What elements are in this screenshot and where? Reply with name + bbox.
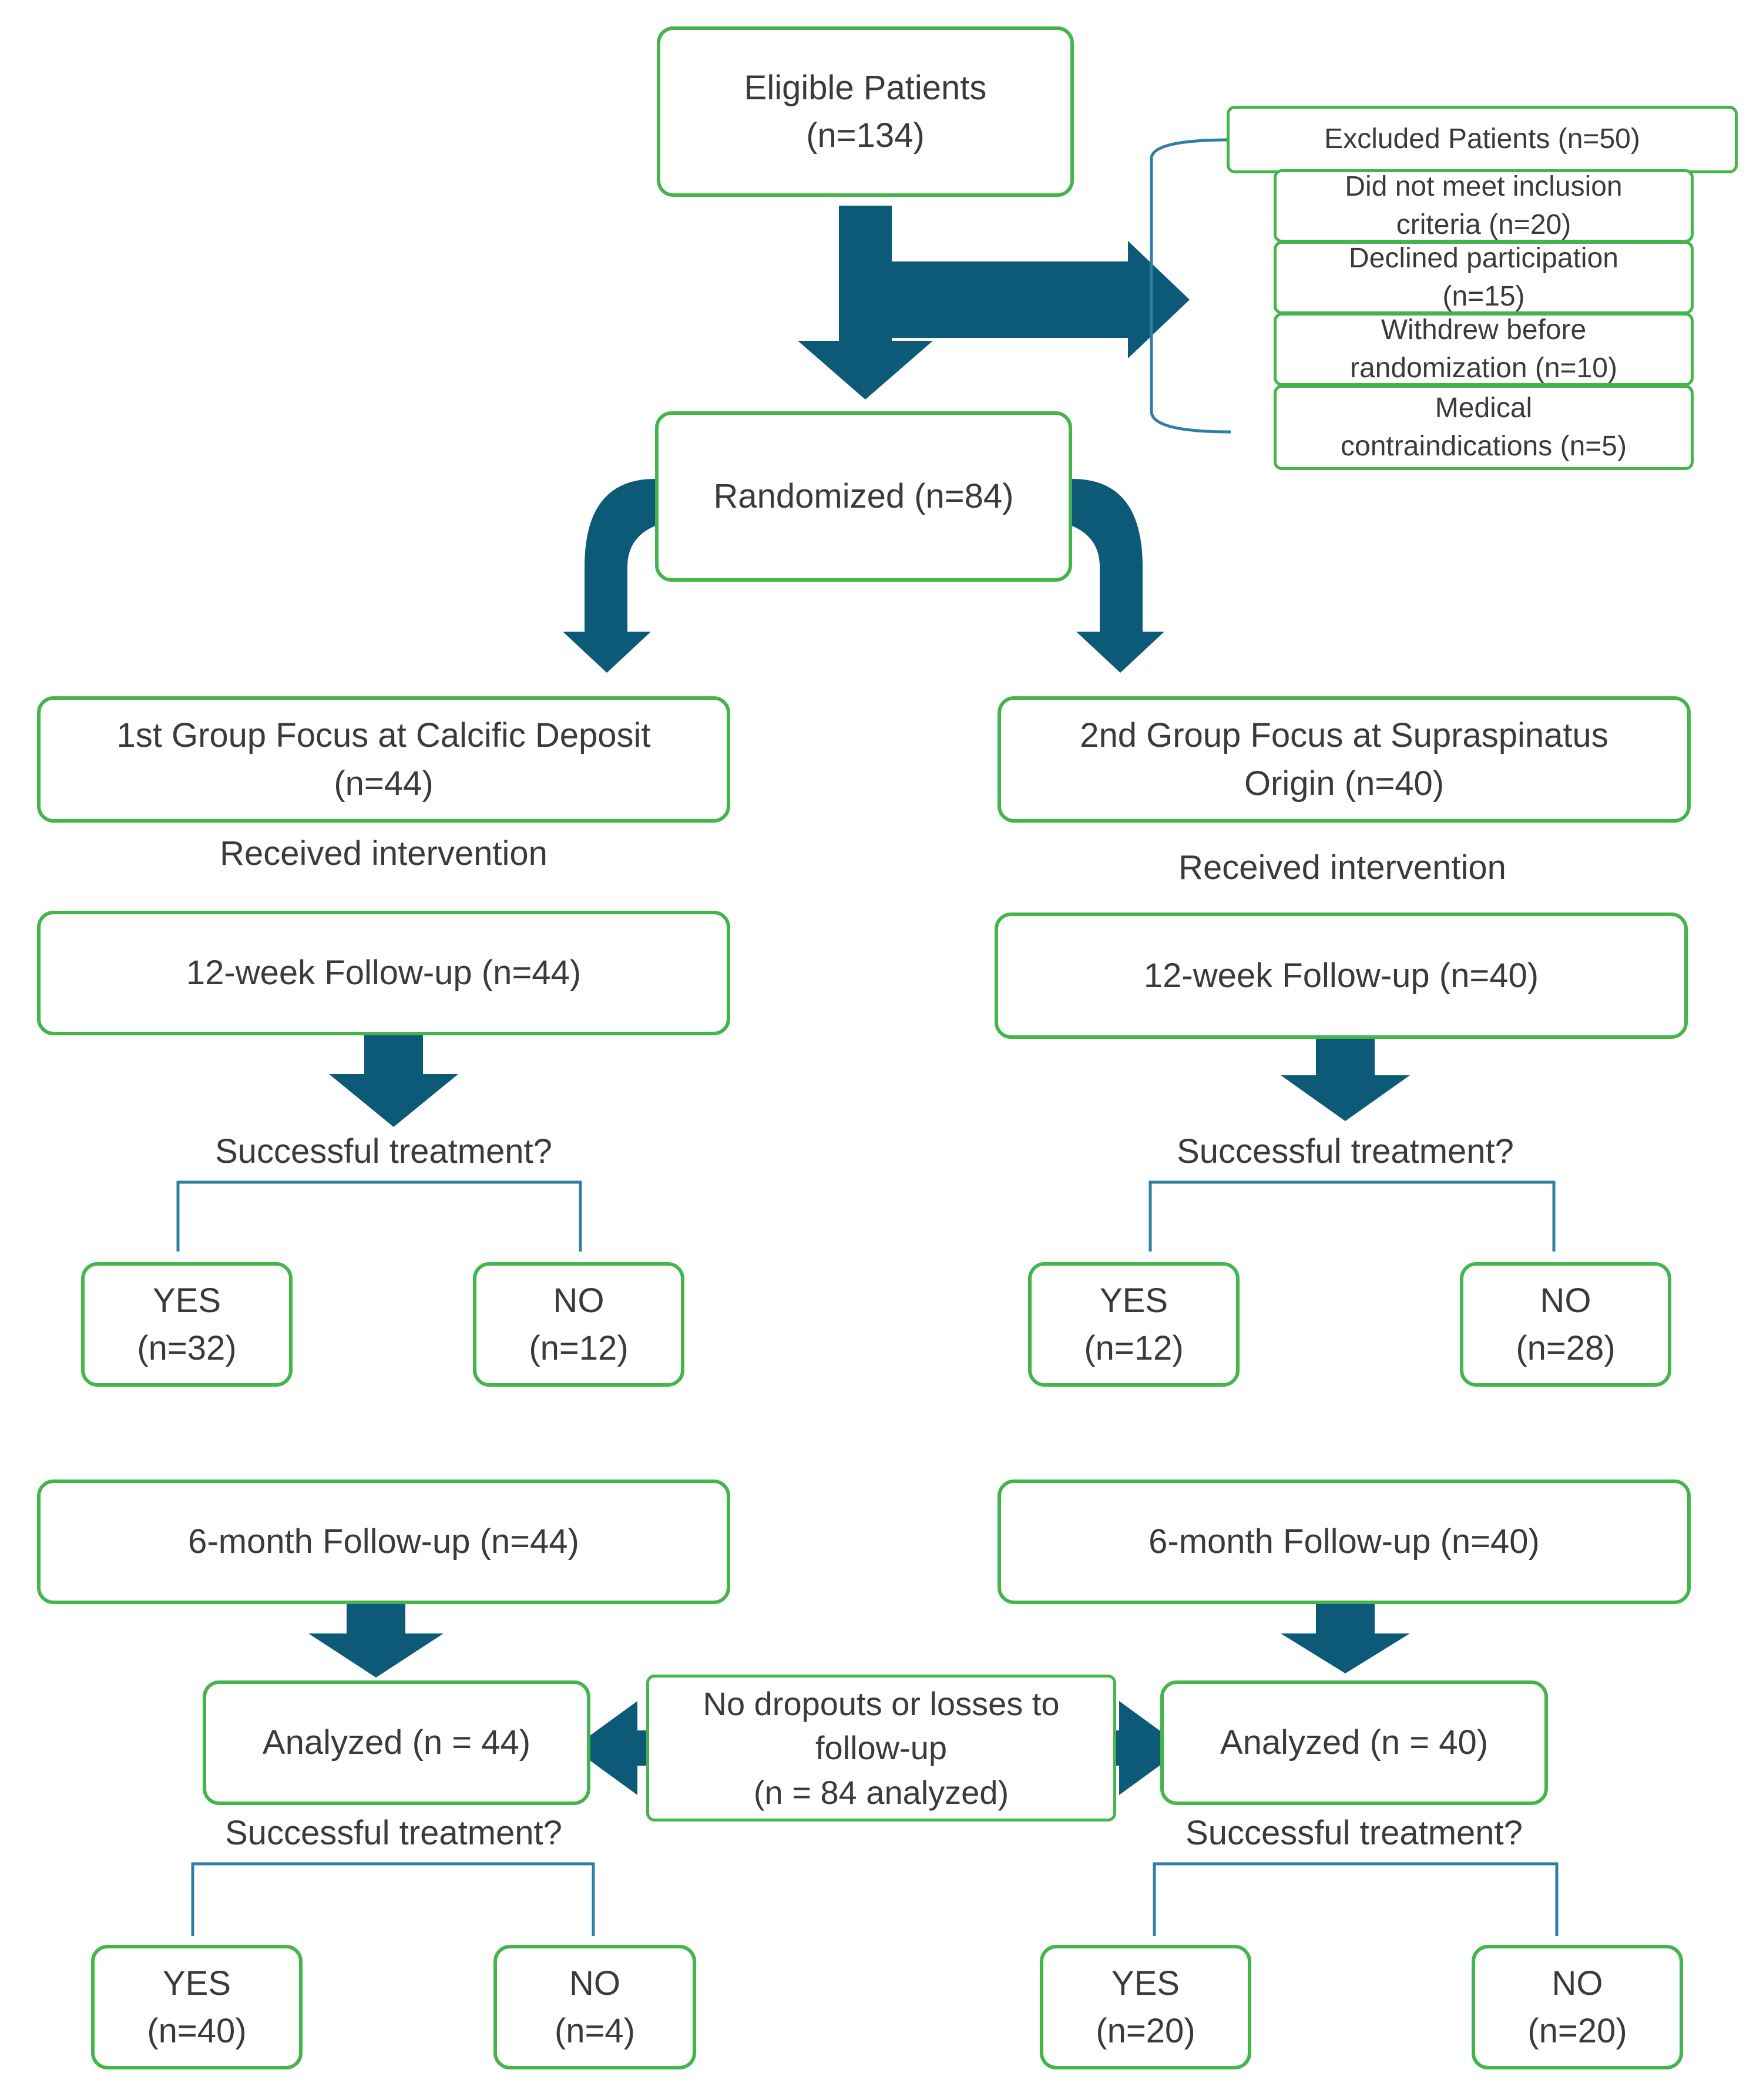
bracket-q12-group1 bbox=[176, 1180, 582, 1252]
group1-box: 1st Group Focus at Calcific Deposit (n=4… bbox=[37, 696, 730, 823]
group2-followup12-box: 12-week Follow-up (n=40) bbox=[995, 913, 1688, 1039]
arrow-followup6-group1 bbox=[308, 1604, 444, 1678]
group1-no12-box: NO (n=12) bbox=[473, 1262, 684, 1387]
excluded-patients-box: Excluded Patients (n=50) bbox=[1227, 106, 1738, 173]
dropouts-box: No dropouts or losses to follow-up (n = … bbox=[646, 1675, 1116, 1821]
group1-no6-box: NO (n=4) bbox=[493, 1945, 696, 2069]
group2-question6-label: Successful treatment? bbox=[1186, 1814, 1523, 1852]
arrow-followup6-group2 bbox=[1281, 1604, 1410, 1673]
bracket-q6-group1 bbox=[191, 1862, 595, 1936]
bracket-q12-group2 bbox=[1148, 1180, 1556, 1252]
eligible-patients-box: Eligible Patients (n=134) bbox=[657, 26, 1074, 197]
group2-analyzed-box: Analyzed (n = 40) bbox=[1160, 1680, 1548, 1805]
excluded-reason-box: Medical contraindications (n=5) bbox=[1274, 385, 1694, 470]
group2-followup6-box: 6-month Follow-up (n=40) bbox=[998, 1480, 1691, 1604]
group2-yes12-box: YES (n=12) bbox=[1028, 1262, 1240, 1387]
group1-question12-label: Successful treatment? bbox=[215, 1132, 552, 1170]
group2-no12-box: NO (n=28) bbox=[1460, 1262, 1671, 1387]
group1-question6-label: Successful treatment? bbox=[225, 1814, 562, 1852]
arrow-randomized-to-group2 bbox=[1072, 479, 1164, 673]
group1-received-label: Received intervention bbox=[220, 834, 548, 873]
group1-yes12-box: YES (n=32) bbox=[81, 1262, 293, 1387]
group2-no6-box: NO (n=20) bbox=[1472, 1945, 1683, 2069]
randomized-box: Randomized (n=84) bbox=[655, 411, 1072, 582]
arrow-followup12-group2 bbox=[1281, 1039, 1410, 1121]
arrow-dropouts-to-analyzed-left bbox=[573, 1701, 702, 1795]
arrow-dropouts-to-analyzed-right bbox=[1055, 1701, 1184, 1795]
excluded-reason-box: Declined participation (n=15) bbox=[1274, 241, 1694, 314]
arrow-to-excluded bbox=[892, 241, 1190, 358]
group2-received-label: Received intervention bbox=[1178, 848, 1506, 887]
group1-yes6-box: YES (n=40) bbox=[91, 1945, 303, 2069]
group2-yes6-box: YES (n=20) bbox=[1040, 1945, 1251, 2069]
group1-followup6-box: 6-month Follow-up (n=44) bbox=[37, 1480, 730, 1604]
group1-followup12-box: 12-week Follow-up (n=44) bbox=[37, 911, 730, 1035]
group1-analyzed-box: Analyzed (n = 44) bbox=[203, 1680, 590, 1805]
excluded-reason-box: Did not meet inclusion criteria (n=20) bbox=[1274, 169, 1694, 243]
group2-box: 2nd Group Focus at Supraspinatus Origin … bbox=[998, 696, 1691, 823]
excluded-reason-box: Withdrew before randomization (n=10) bbox=[1274, 313, 1694, 386]
arrow-randomized-to-group1 bbox=[563, 479, 655, 673]
bracket-q6-group2 bbox=[1153, 1862, 1559, 1936]
excluded-bracket bbox=[1150, 138, 1231, 434]
arrow-followup12-group1 bbox=[329, 1035, 458, 1127]
arrow-eligible-to-randomized bbox=[798, 206, 933, 400]
group2-question12-label: Successful treatment? bbox=[1177, 1132, 1514, 1170]
